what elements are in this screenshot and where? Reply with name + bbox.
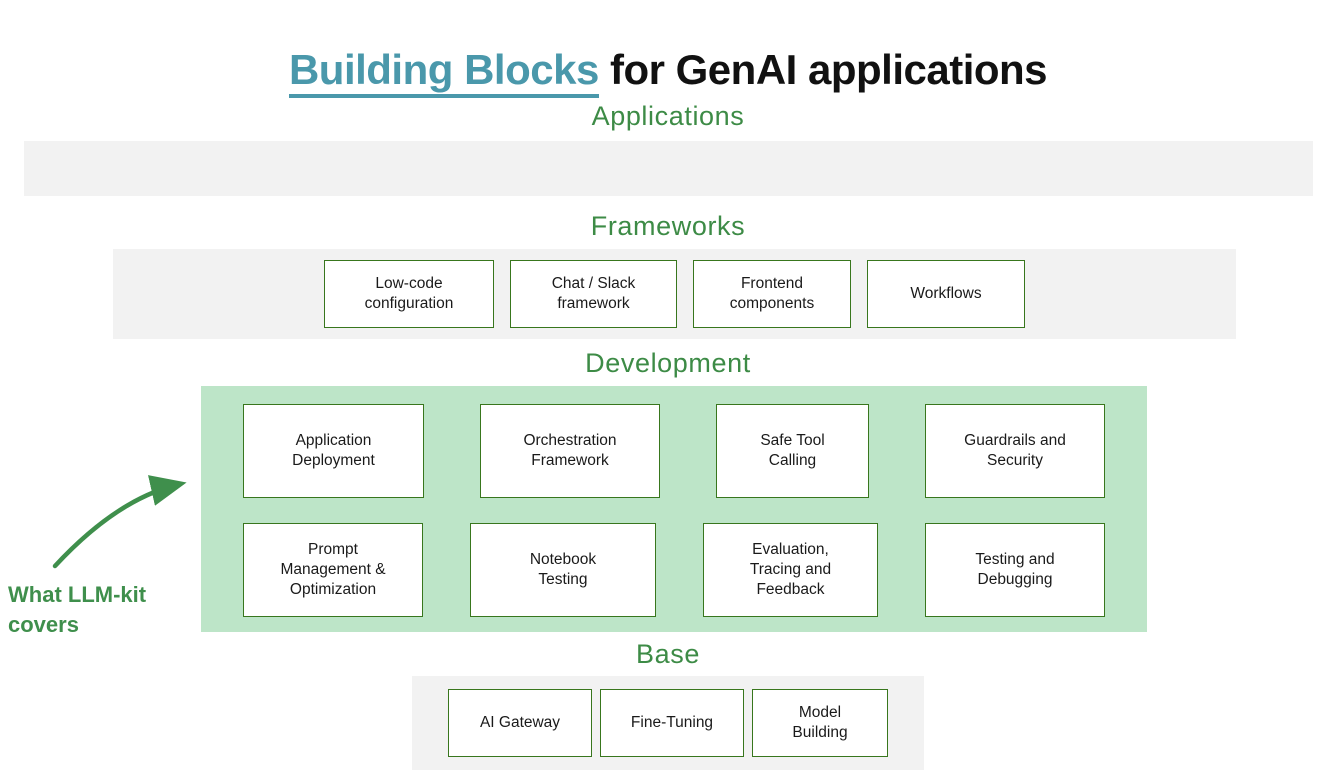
applications-band	[24, 141, 1313, 196]
coverage-arrow-icon	[40, 468, 200, 578]
base-box-fine-tuning: Fine-Tuning	[600, 689, 744, 757]
dev-box-orchestration-framework: Orchestration Framework	[480, 404, 660, 498]
base-band: AI Gateway Fine-Tuning Model Building	[412, 676, 924, 770]
base-box-model-building: Model Building	[752, 689, 888, 757]
framework-box-workflows: Workflows	[867, 260, 1025, 328]
section-heading-base: Base	[636, 639, 700, 669]
dev-box-guardrails-security: Guardrails and Security	[925, 404, 1105, 498]
dev-box-prompt-management: Prompt Management & Optimization	[243, 523, 423, 617]
dev-box-application-deployment: Application Deployment	[243, 404, 424, 498]
framework-box-chat-slack: Chat / Slack framework	[510, 260, 677, 328]
llm-kit-coverage-label: What LLM-kit covers	[8, 582, 147, 637]
base-box-ai-gateway: AI Gateway	[448, 689, 592, 757]
title-link[interactable]: Building Blocks	[288, 46, 599, 99]
dev-box-testing-debugging: Testing and Debugging	[925, 523, 1105, 617]
dev-box-notebook-testing: Notebook Testing	[470, 523, 656, 617]
dev-box-safe-tool-calling: Safe Tool Calling	[716, 404, 869, 498]
page-title: Building Blocks for GenAI applications	[0, 46, 1336, 99]
title-rest: for GenAI applications	[598, 46, 1048, 94]
section-heading-development: Development	[585, 348, 751, 378]
dev-box-evaluation-tracing: Evaluation, Tracing and Feedback	[703, 523, 878, 617]
development-band: Application Deployment Orchestration Fra…	[201, 386, 1147, 632]
framework-box-low-code: Low-code configuration	[324, 260, 494, 328]
frameworks-band: Low-code configuration Chat / Slack fram…	[113, 249, 1236, 339]
section-heading-applications: Applications	[591, 101, 745, 131]
section-heading-frameworks: Frameworks	[590, 211, 746, 241]
framework-box-frontend: Frontend components	[693, 260, 851, 328]
development-row-2: Prompt Management & Optimization Noteboo…	[243, 523, 1105, 617]
development-row-1: Application Deployment Orchestration Fra…	[243, 404, 1105, 498]
